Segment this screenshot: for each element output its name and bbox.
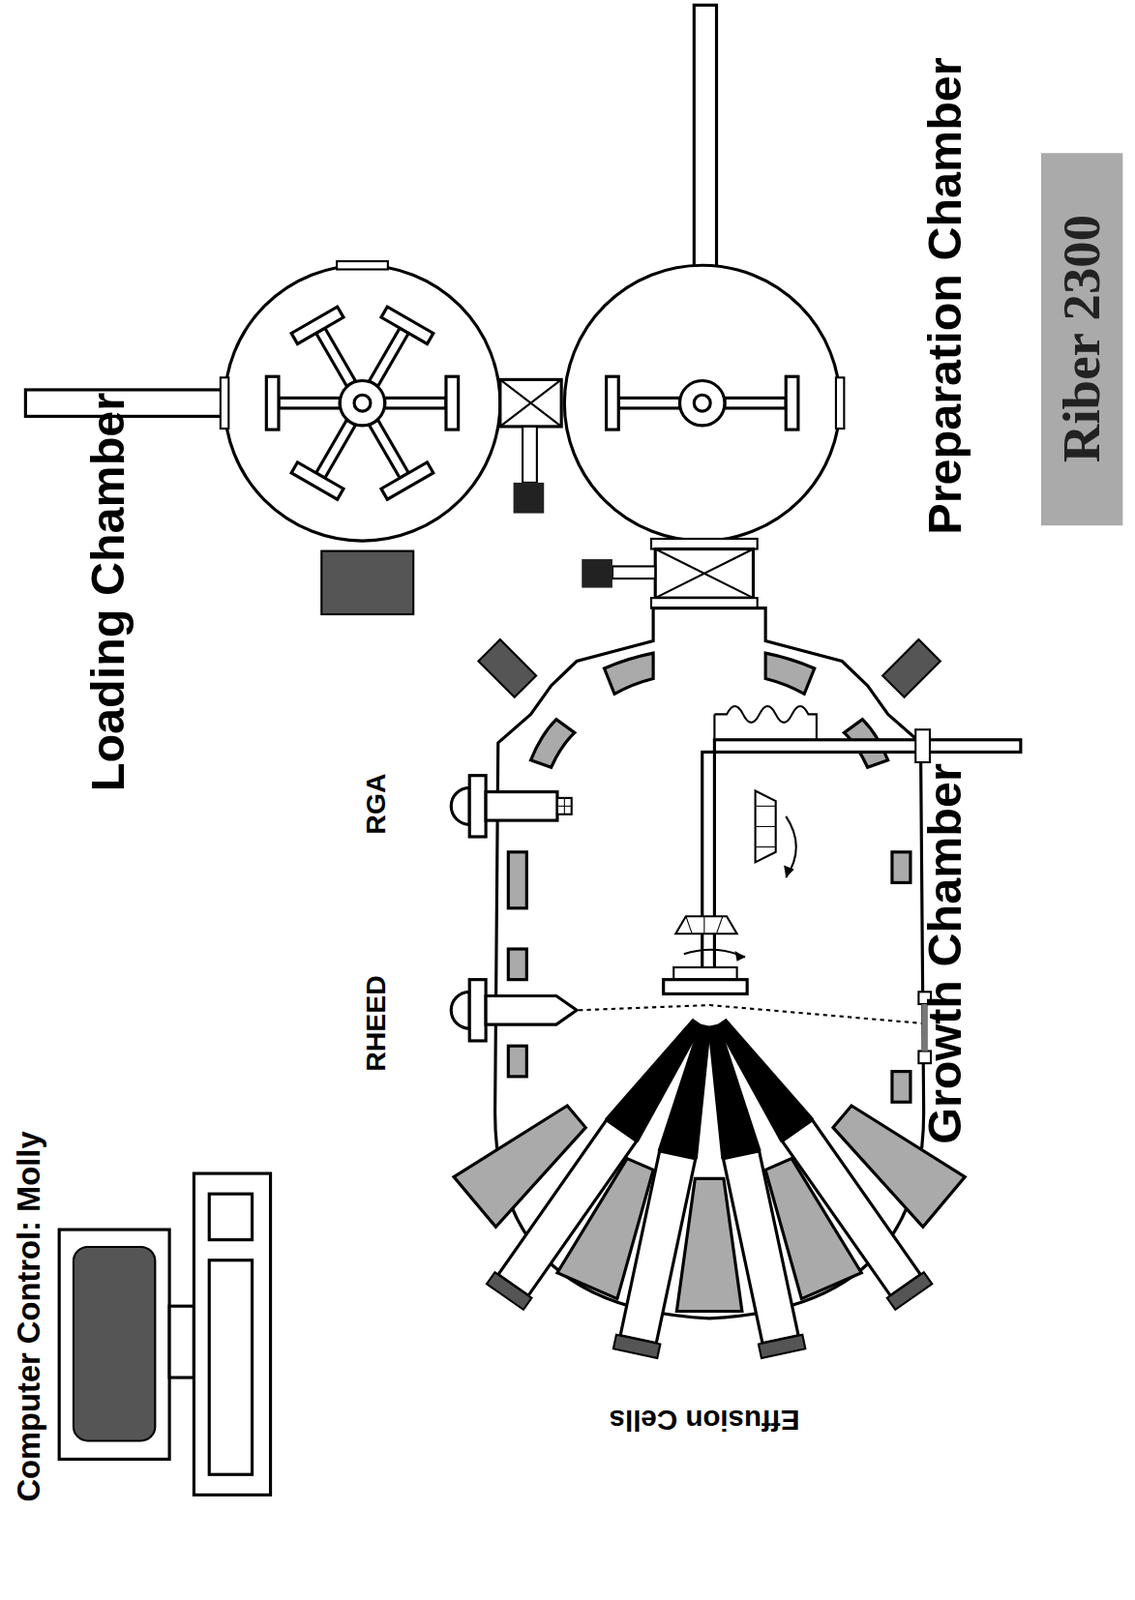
chamber-label: Preparation Chamber bbox=[920, 57, 968, 535]
chamber-label: Growth Chamber bbox=[920, 764, 968, 1146]
title-band bbox=[1041, 152, 1123, 526]
component-label: Effusion Cells bbox=[608, 1406, 800, 1436]
computer-label: Computer Control: Molly bbox=[12, 1131, 45, 1502]
chamber-label: Loading Chamber bbox=[83, 392, 131, 792]
instrument-label: RGA bbox=[361, 774, 389, 836]
instrument-label: RHEED bbox=[361, 975, 389, 1073]
title-text: Riber 2300 bbox=[1055, 214, 1109, 463]
